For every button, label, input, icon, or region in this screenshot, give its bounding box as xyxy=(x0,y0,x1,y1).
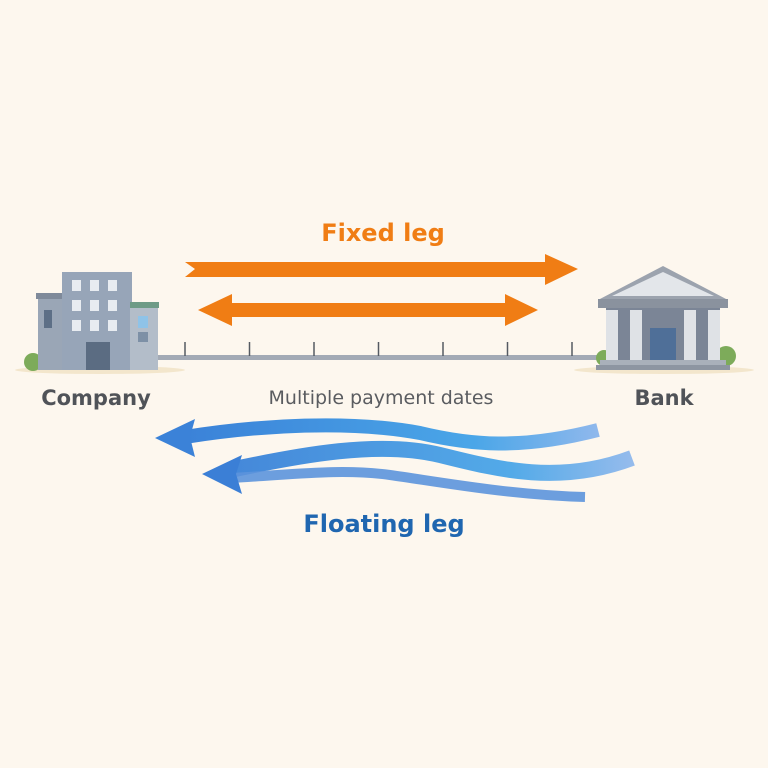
arrow-head-2 xyxy=(202,455,242,494)
bank-building-icon xyxy=(574,266,754,374)
timeline-label: Multiple payment dates xyxy=(268,387,494,409)
payment-timeline xyxy=(150,342,605,360)
fixed-leg-arrow-right xyxy=(185,254,578,285)
company-label: Company xyxy=(41,386,151,410)
fixed-leg-arrow-double xyxy=(198,294,538,326)
arrow-head-1 xyxy=(155,419,195,457)
office-building-icon xyxy=(15,272,185,374)
floating-leg-label: Floating leg xyxy=(303,510,465,538)
floating-leg-arrows xyxy=(155,418,635,502)
bank-label: Bank xyxy=(634,386,694,410)
fixed-leg-label: Fixed leg xyxy=(321,219,445,247)
